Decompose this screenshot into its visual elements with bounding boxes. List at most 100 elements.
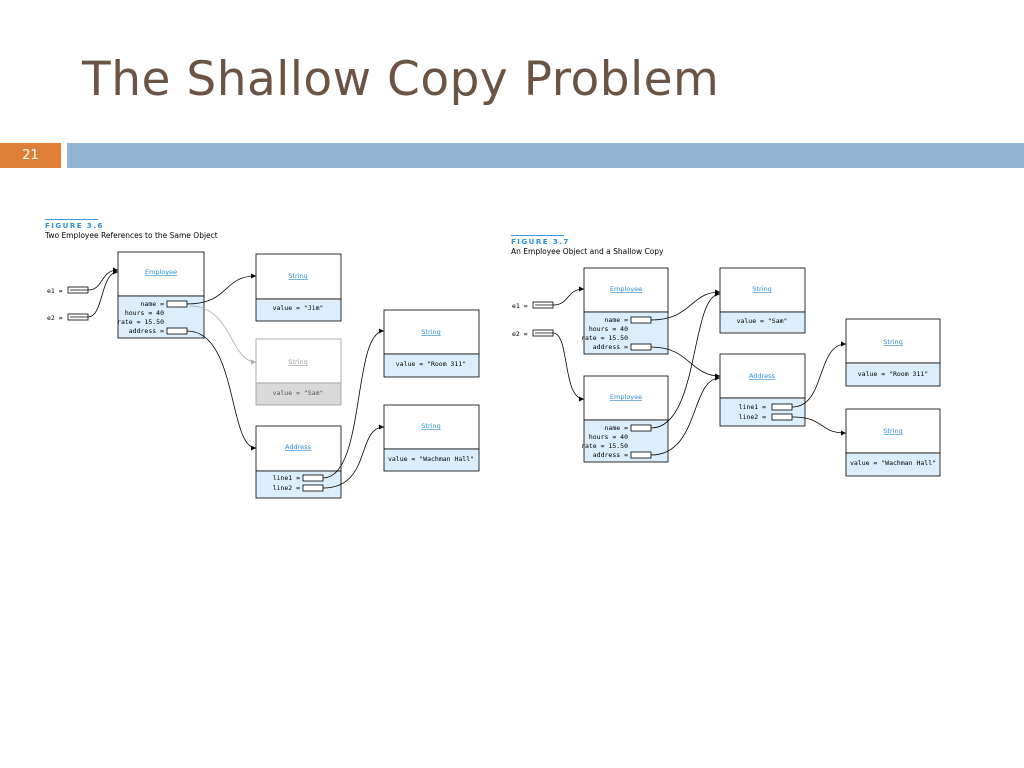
slide-number: 21 (0, 143, 61, 168)
field-hours: hours = 40 (125, 309, 164, 317)
object-fields (255, 470, 342, 499)
ref-box (166, 300, 188, 308)
reference-arrows (552, 286, 847, 456)
object-header (383, 309, 480, 355)
field-line2: line2 = (739, 413, 766, 421)
object-fields (845, 362, 941, 387)
string-value: value = "Wachman Hall" (388, 455, 474, 463)
arrow-line1-room (322, 328, 385, 479)
ref-box (630, 343, 652, 351)
class-name: String (288, 272, 307, 280)
object-header (383, 404, 480, 450)
figure-label: FIGURE 3.7 (511, 238, 570, 246)
arrow-e2-employee (87, 269, 119, 318)
ref-box (166, 327, 188, 335)
employee-object: Employee name = hours = 40 rate = 15.50 … (117, 251, 205, 339)
object-header (845, 408, 941, 454)
slide-title: The Shallow Copy Problem (82, 52, 720, 107)
class-name: Employee (145, 268, 177, 276)
ref-label-e1: e1 = (512, 302, 528, 310)
address-object-shared: Address line1 = line2 = (719, 353, 806, 427)
field-hours: hours = 40 (589, 433, 628, 441)
object-header (117, 251, 205, 297)
header-bar (67, 143, 1024, 168)
field-rate: rate = 15.50 (581, 334, 628, 342)
object-fields (719, 311, 806, 334)
figure-3-7-header: FIGURE 3.7 An Employee Object and a Shal… (511, 235, 664, 256)
field-address: address = (593, 343, 628, 351)
arrow-old-sam-faded (189, 305, 257, 365)
field-address: address = (129, 327, 164, 335)
arrow-address2 (650, 375, 721, 456)
ref-box (302, 474, 324, 482)
field-line1: line1 = (739, 403, 766, 411)
class-name: Address (285, 443, 311, 451)
class-name: String (421, 328, 440, 336)
field-rate: rate = 15.50 (117, 318, 164, 326)
object-header (719, 267, 806, 313)
class-name: Employee (610, 285, 642, 293)
object-header (719, 353, 806, 399)
object-fields (255, 382, 342, 406)
object-fields (383, 448, 480, 472)
string-object-wachman: String value = "Wachman Hall" (845, 408, 941, 477)
class-name: Address (749, 372, 775, 380)
arrow-e2-employee2 (552, 332, 585, 402)
figure-caption: Two Employee References to the Same Obje… (45, 231, 218, 240)
figure-rule (45, 219, 98, 220)
class-name: String (752, 285, 771, 293)
field-line1: line1 = (273, 474, 300, 482)
field-name: name = (605, 424, 629, 432)
figure-3-7: e1 = e2 = Employee name = hours = 40 rat… (512, 267, 941, 477)
ref-label-e2: e2 = (47, 314, 63, 322)
arrow-name-jim (186, 273, 257, 305)
arrow-address (186, 330, 257, 451)
figure-3-6: e1 = e2 = Employee name = hours = 40 rat… (47, 251, 480, 499)
string-object-room: String value = "Room 311" (383, 309, 480, 378)
arrow-line2-wachman (791, 416, 847, 436)
field-name: name = (605, 316, 629, 324)
string-object-sam: String value = "Sam" (719, 267, 806, 334)
ref-label-e2: e2 = (512, 330, 528, 338)
string-value: value = "Sam" (737, 317, 788, 325)
field-address: address = (593, 451, 628, 459)
object-fields (845, 452, 941, 477)
arrow-name1-sam (650, 289, 721, 321)
slide-number-text: 21 (22, 148, 39, 163)
string-object-wachman: String value = "Wachman Hall" (383, 404, 480, 472)
field-rate: rate = 15.50 (581, 442, 628, 450)
reference-arrows (87, 267, 385, 489)
ref-label-e1: e1 = (47, 287, 63, 295)
class-name: Employee (610, 393, 642, 401)
employee-object-1: Employee name = hours = 40 rate = 15.50 … (581, 267, 669, 355)
class-name: String (288, 358, 307, 366)
string-object-jim: String value = "Jim" (255, 253, 342, 322)
object-fields (255, 298, 342, 322)
string-value: value = "Sam" (273, 389, 324, 397)
arrow-line2-wachman (322, 424, 385, 489)
ref-box (630, 451, 652, 459)
string-value: value = "Room 311" (396, 360, 466, 368)
arrow-address1 (650, 346, 721, 379)
class-name: String (883, 338, 902, 346)
employee-object-2: Employee name = hours = 40 rate = 15.50 … (581, 375, 669, 463)
string-value: value = "Wachman Hall" (850, 459, 936, 467)
arrow-line1-room (791, 341, 847, 408)
figure-3-6-header: FIGURE 3.6 Two Employee References to th… (45, 219, 218, 240)
class-name: String (883, 427, 902, 435)
object-fields (719, 397, 806, 427)
object-header (583, 267, 669, 313)
string-object-room: String value = "Room 311" (845, 318, 941, 387)
arrow-name2-sam (650, 291, 721, 429)
ref-box (771, 413, 793, 421)
object-header (845, 318, 941, 364)
address-object: Address line1 = line2 = (255, 425, 342, 499)
string-object-sam-faded: String value = "Sam" (255, 338, 342, 406)
figure-rule (511, 235, 564, 236)
ref-box (771, 403, 793, 411)
ref-box (630, 316, 652, 324)
string-value: value = "Room 311" (858, 370, 928, 378)
ref-box (302, 484, 324, 492)
ref-box (630, 424, 652, 432)
